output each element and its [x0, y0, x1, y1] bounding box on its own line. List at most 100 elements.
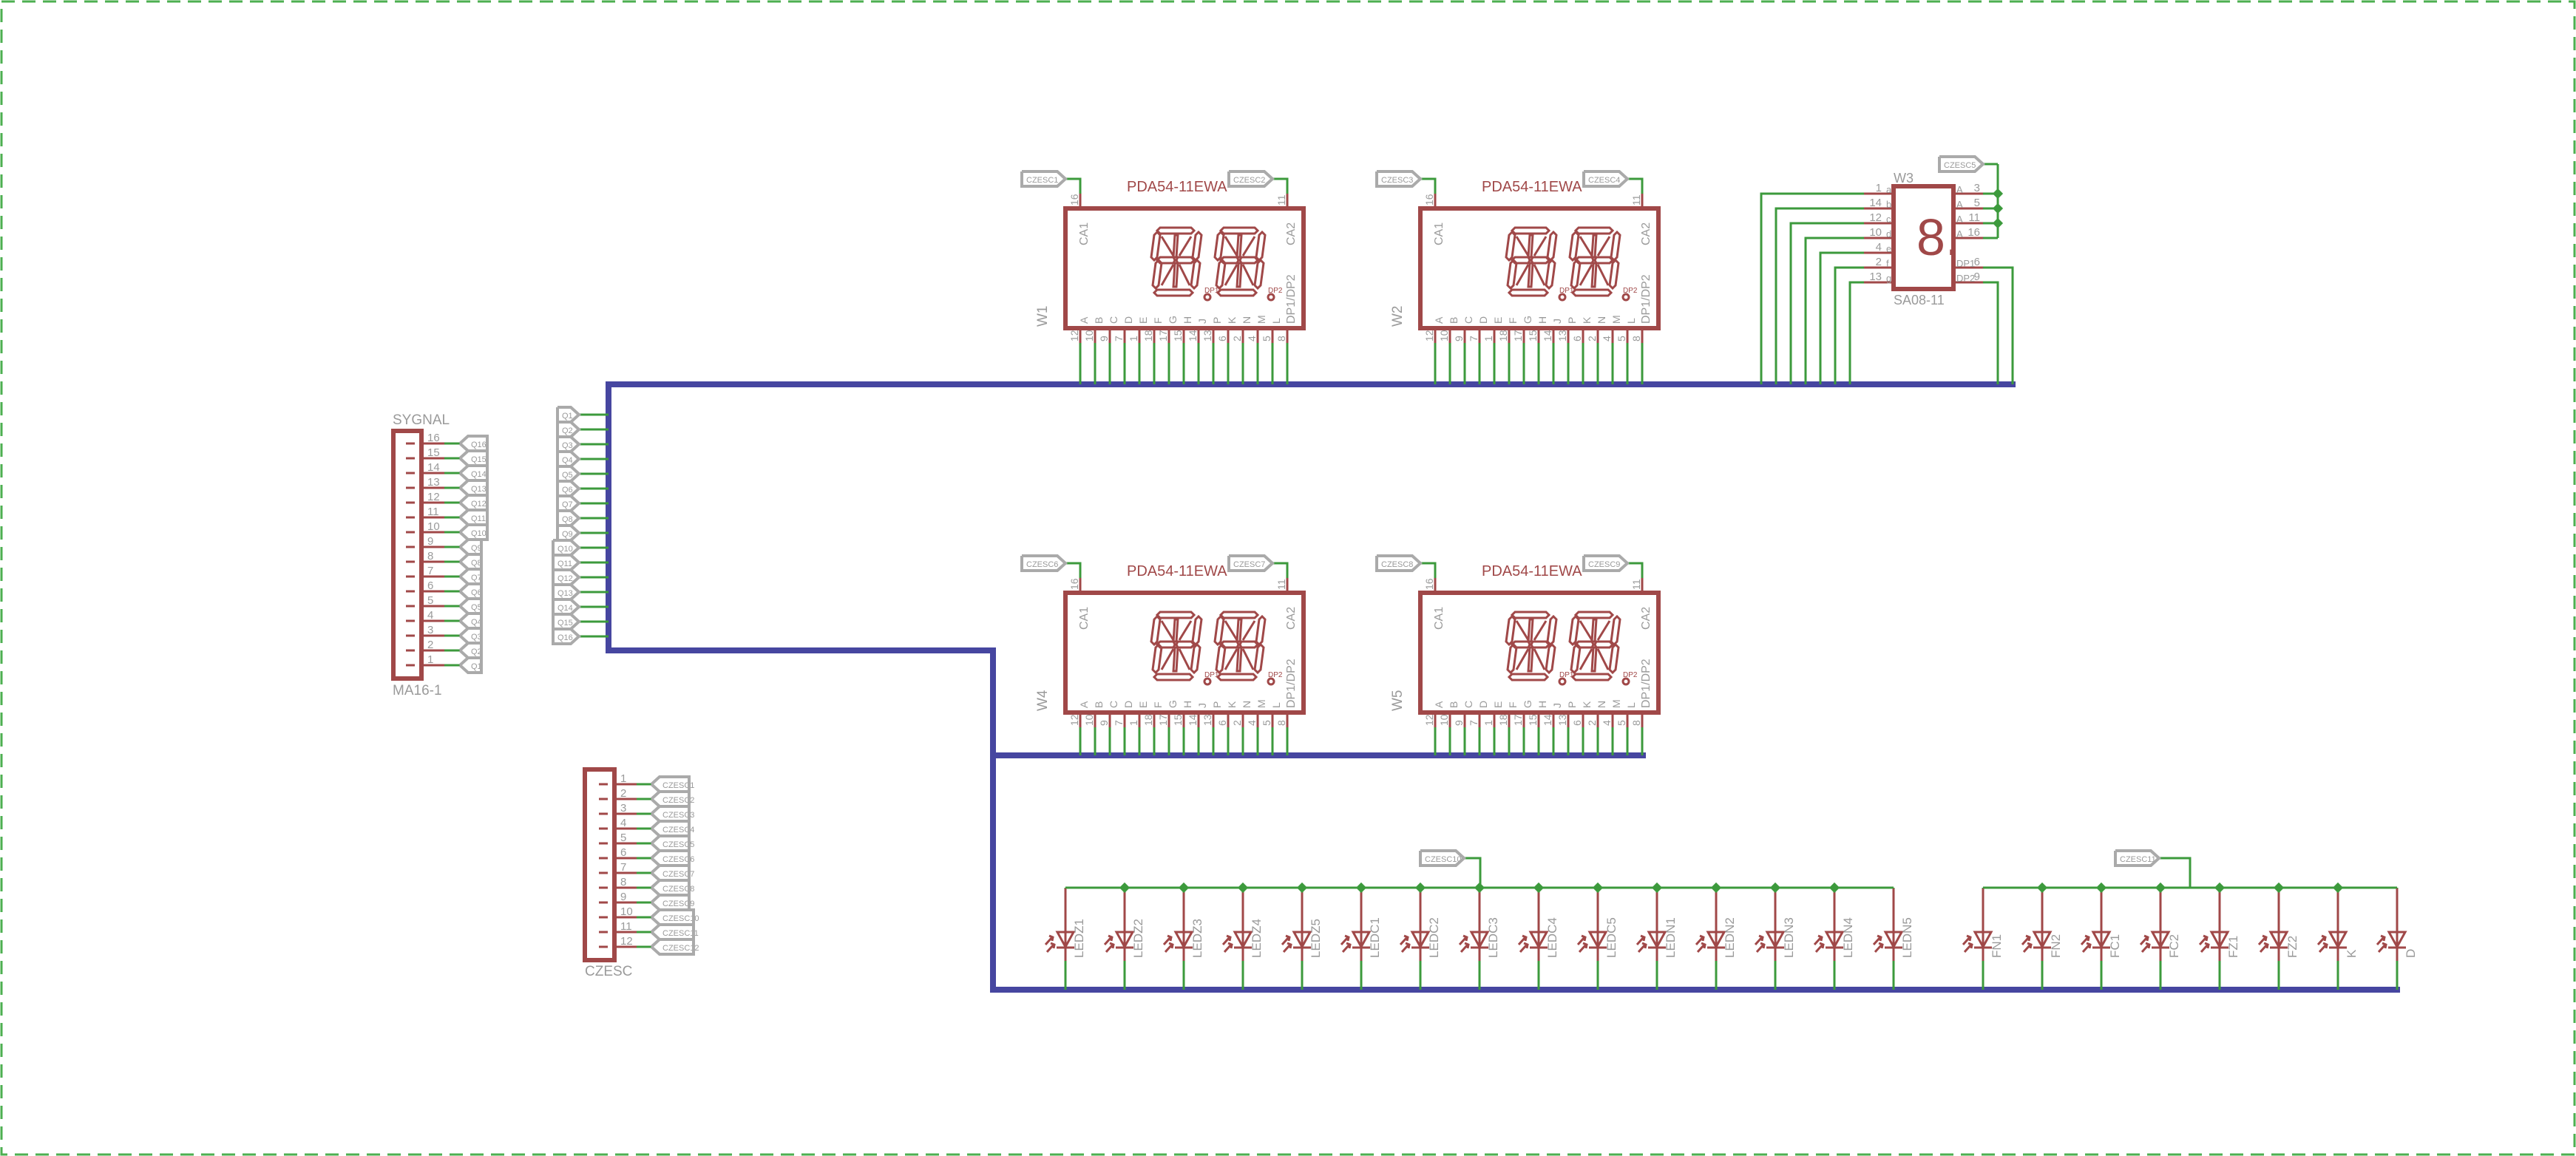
- net-label[interactable]: CZESC9: [650, 894, 694, 911]
- connector-pin[interactable]: 9Q9: [406, 535, 483, 556]
- connector-czesc[interactable]: CZESC1CZESC12CZESC23CZESC34CZESC45CZESC5…: [583, 767, 699, 979]
- display-pin[interactable]: 18: [1497, 328, 1511, 384]
- net-label[interactable]: CZESC7: [1227, 554, 1275, 572]
- net-label[interactable]: Q16: [458, 435, 489, 452]
- net-label[interactable]: Q7: [556, 494, 581, 512]
- display-pin[interactable]: 7: [1468, 328, 1481, 384]
- display-pin[interactable]: 1: [1128, 328, 1141, 384]
- display-pin[interactable]: 12: [1068, 328, 1082, 384]
- display-pin[interactable]: 10: [1083, 713, 1097, 755]
- display-pin[interactable]: 7: [1113, 713, 1126, 755]
- display-pin[interactable]: 6: [1571, 328, 1584, 384]
- bus-entry[interactable]: Q10: [552, 539, 609, 557]
- display-pin[interactable]: 17: [1512, 328, 1525, 384]
- display-pin[interactable]: 8: [1275, 328, 1289, 384]
- led[interactable]: K: [2316, 888, 2359, 990]
- display-pin[interactable]: 15: [1527, 328, 1540, 384]
- net-label[interactable]: CZESC6: [1020, 554, 1068, 572]
- led[interactable]: LEDN1: [1636, 888, 1678, 990]
- led[interactable]: FZ2: [2257, 888, 2299, 990]
- net-label[interactable]: Q15: [552, 613, 581, 630]
- net-label[interactable]: CZESC5: [1938, 155, 1985, 173]
- net-label[interactable]: Q11: [552, 554, 581, 571]
- net-label[interactable]: Q6: [458, 582, 483, 600]
- net-label[interactable]: Q2: [556, 421, 581, 438]
- display-pin[interactable]: 2: [1586, 328, 1599, 384]
- led[interactable]: D: [2376, 888, 2418, 990]
- display-pin[interactable]: 4: [1246, 328, 1259, 384]
- bus-entry[interactable]: Q5: [556, 465, 609, 483]
- bus-entry[interactable]: Q16: [552, 628, 609, 645]
- display-pin[interactable]: 4: [1601, 713, 1614, 755]
- display-pin[interactable]: 8: [1630, 328, 1644, 384]
- net-label[interactable]: Q3: [458, 627, 483, 645]
- display-pin[interactable]: 10: [1438, 713, 1451, 755]
- display-pin[interactable]: 12: [1423, 713, 1437, 755]
- net-label[interactable]: Q8: [556, 509, 581, 527]
- led[interactable]: LEDZ2: [1103, 888, 1145, 990]
- connector-pin[interactable]: 3Q3: [406, 624, 483, 645]
- bus-entry[interactable]: Q7: [556, 494, 609, 512]
- led[interactable]: LEDZ5: [1281, 888, 1323, 990]
- net-label[interactable]: Q9: [458, 538, 483, 556]
- display-pin[interactable]: 12: [1068, 713, 1082, 755]
- led[interactable]: LEDC2: [1399, 888, 1441, 990]
- display-pin[interactable]: 1: [1482, 328, 1496, 384]
- connector-pin[interactable]: 8Q8: [406, 550, 483, 571]
- bus-entry[interactable]: Q3: [556, 435, 609, 453]
- led[interactable]: FN2: [2021, 888, 2063, 990]
- net-label[interactable]: Q2: [458, 642, 483, 659]
- bus-entry[interactable]: Q6: [556, 480, 609, 497]
- display-pin[interactable]: 14: [1542, 713, 1555, 755]
- bus-entry[interactable]: Q11: [552, 554, 609, 571]
- led[interactable]: LEDZ1: [1044, 888, 1086, 990]
- led[interactable]: LEDN3: [1754, 888, 1796, 990]
- display-pin[interactable]: 15: [1172, 328, 1185, 384]
- net-label[interactable]: CZESC3: [1375, 170, 1423, 188]
- net-label[interactable]: Q12: [458, 494, 489, 511]
- led[interactable]: LEDZ4: [1221, 888, 1264, 990]
- bus-entry[interactable]: Q15: [552, 613, 609, 630]
- bus-entry[interactable]: Q9: [556, 524, 609, 542]
- net-label[interactable]: CZESC5: [650, 834, 694, 852]
- display-pin[interactable]: 13: [1201, 713, 1215, 755]
- net-label[interactable]: CZESC12: [650, 938, 699, 956]
- net-label[interactable]: CZESC11: [2114, 849, 2161, 867]
- net-label[interactable]: Q12: [552, 568, 581, 586]
- led[interactable]: LEDC4: [1517, 888, 1559, 990]
- connector-sygnal[interactable]: SYGNALMA16-116Q1615Q1514Q1413Q1312Q1211Q…: [391, 412, 489, 698]
- net-label[interactable]: CZESC11: [650, 923, 699, 941]
- led[interactable]: LEDZ3: [1162, 888, 1204, 990]
- display-pin[interactable]: 14: [1187, 713, 1200, 755]
- display-pin[interactable]: 14: [1542, 328, 1555, 384]
- display-pin[interactable]: 12: [1423, 328, 1437, 384]
- net-label[interactable]: CZESC8: [1375, 554, 1423, 572]
- net-label[interactable]: CZESC10: [650, 908, 699, 926]
- net-label[interactable]: CZESC4: [650, 820, 694, 837]
- net-label[interactable]: CZESC2: [650, 790, 694, 808]
- led[interactable]: FC1: [2080, 888, 2122, 990]
- display-pin[interactable]: 7: [1113, 328, 1126, 384]
- display-pin[interactable]: 2: [1586, 713, 1599, 755]
- led[interactable]: LEDC1: [1340, 888, 1382, 990]
- net-label[interactable]: Q9: [556, 524, 581, 542]
- display-pin[interactable]: 8: [1275, 713, 1289, 755]
- net-label[interactable]: Q4: [556, 450, 581, 468]
